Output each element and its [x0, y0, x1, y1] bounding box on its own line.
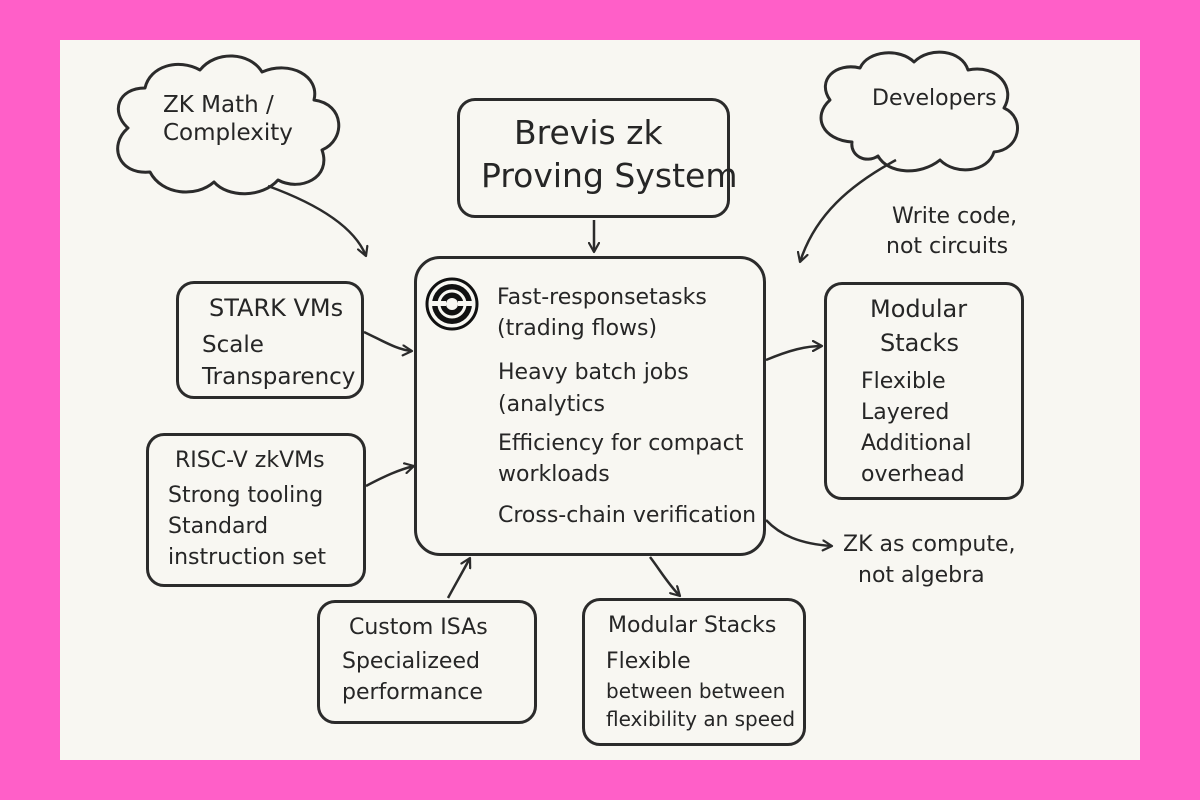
modular-stacks-right-box [824, 282, 1024, 500]
center-item-fast-response-line-1: Fast-responsetasks [497, 285, 707, 310]
developers-note-line-1: Write code, [892, 204, 1018, 229]
zk-compute-note-line-2: not algebra [858, 563, 985, 588]
risc-v-zkvms-box [146, 433, 366, 587]
modular-bottom-line-between: between between [606, 679, 786, 703]
custom-isas-line-specialized: Specializeed [342, 649, 480, 674]
center-item-efficiency-line-1: Efficiency for compact [498, 431, 744, 456]
cloud-zk-math-line-1: ZK Math / [163, 92, 274, 118]
stark-vms-box [176, 281, 364, 399]
modular-right-line-additional: Additional [861, 431, 972, 456]
modular-right-line-flexible: Flexible [861, 369, 946, 394]
brevis-logo-icon [425, 277, 479, 331]
stark-vms-title: STARK VMs [209, 294, 344, 322]
modular-stacks-bottom-box [582, 598, 806, 746]
arrow-zkmath-to-center [267, 184, 366, 256]
paper-background [60, 40, 1140, 760]
arrow-riscv-to-center [365, 466, 414, 488]
developers-note-line-2: not circuits [886, 234, 1009, 259]
modular-right-title-line-1: Modular [870, 295, 968, 323]
modular-right-title-line-2: Stacks [880, 329, 959, 357]
custom-isas-title: Custom ISAs [349, 615, 488, 640]
arrow-center-to-zk-compute [765, 519, 832, 546]
title-line-1: Brevis zk [514, 113, 663, 152]
center-item-batch-line-2: (analytics [498, 392, 605, 417]
center-box [414, 256, 766, 556]
center-item-batch-line-1: Heavy batch jobs [498, 360, 689, 385]
modular-bottom-line-flexible: Flexible [606, 649, 691, 674]
risc-v-line-instruction-set: instruction set [168, 545, 326, 570]
stark-vms-line-transparency: Transparency [202, 364, 356, 390]
title-box [457, 98, 730, 218]
stark-vms-line-scale: Scale [202, 332, 264, 358]
cloud-zk-math-outline [116, 54, 341, 196]
title-line-2: Proving System [481, 156, 738, 195]
center-item-cross-chain: Cross-chain verification [498, 503, 757, 528]
risc-v-line-tooling: Strong tooling [168, 483, 324, 508]
cloud-zk-math-line-2: Complexity [163, 120, 293, 146]
arrow-center-to-modular-right [765, 346, 822, 362]
arrow-stark-to-center [363, 330, 412, 351]
risc-v-title: RISC-V zkVMs [175, 448, 325, 473]
modular-right-line-overhead: overhead [861, 462, 965, 487]
arrow-developers-to-center [800, 158, 897, 262]
custom-isas-box [317, 600, 537, 724]
risc-v-line-standard: Standard [168, 514, 269, 539]
center-item-fast-response-line-2: (trading flows) [497, 316, 658, 341]
cloud-developers-outline [819, 50, 1019, 173]
modular-bottom-line-flexibility: flexibility an speed [606, 707, 796, 731]
modular-right-line-layered: Layered [861, 400, 950, 425]
cloud-developers-label: Developers [872, 86, 997, 111]
custom-isas-line-performance: performance [342, 680, 483, 705]
zk-compute-note-line-1: ZK as compute, [843, 532, 1016, 557]
center-item-efficiency-line-2: workloads [498, 462, 610, 487]
arrow-custom-to-center [446, 558, 470, 599]
modular-bottom-title: Modular Stacks [608, 613, 777, 638]
arrow-center-to-modular-bottom [649, 556, 680, 596]
